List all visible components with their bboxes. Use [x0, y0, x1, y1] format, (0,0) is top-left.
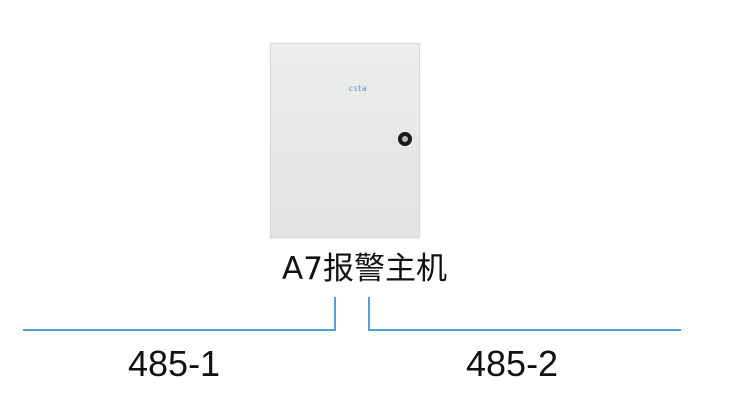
brand-logo: csta — [348, 84, 368, 93]
bus-line-right — [368, 297, 681, 331]
bus-label-485-1: 485-1 — [128, 343, 221, 384]
bus-label-485-2: 485-2 — [466, 343, 559, 384]
bus-line-left — [23, 297, 336, 331]
device-label: A7报警主机 — [282, 251, 447, 287]
alarm-host-enclosure: csta — [270, 43, 420, 238]
lock-icon — [398, 132, 412, 146]
